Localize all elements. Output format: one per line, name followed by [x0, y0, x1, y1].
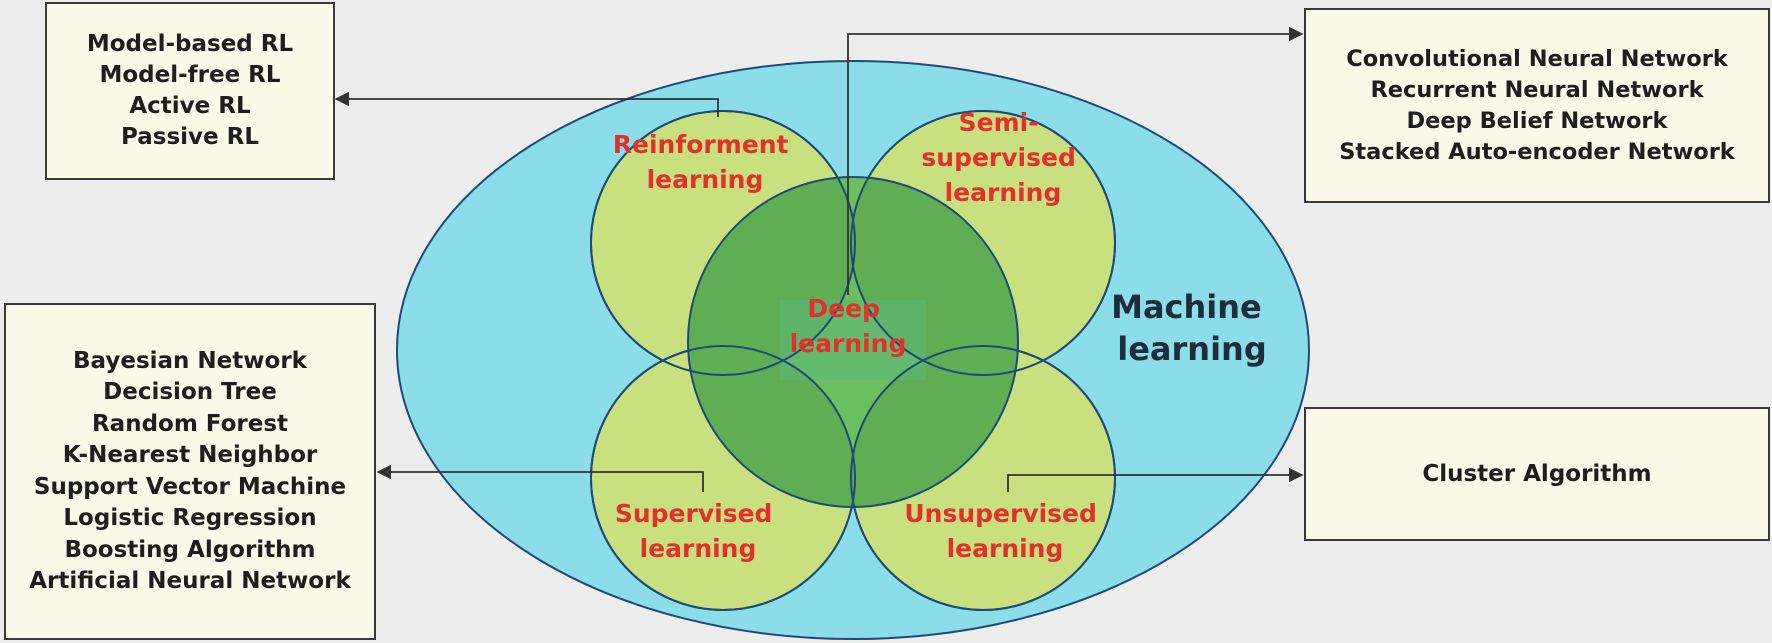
method-item: Model-free RL	[99, 62, 281, 88]
method-item: Convolutional Neural Network	[1346, 45, 1728, 72]
machine-learning-label-line2: learning	[1117, 330, 1266, 368]
method-item: Model-based RL	[86, 31, 294, 57]
semi-supervised-label-line3: learning	[945, 178, 1062, 207]
unsupervised-connector-arrow	[1007, 467, 1304, 492]
method-item: Logistic Regression	[63, 505, 317, 531]
method-item: Random Forest	[91, 410, 289, 437]
deep-learning-connector-arrow	[847, 26, 1304, 295]
method-item: Deep Belief Network	[1406, 107, 1668, 134]
method-item: Recurrent Neural Network	[1370, 76, 1704, 103]
reinforcement-methods-box: Model-based RL Model-free RL Active RL P…	[45, 2, 335, 180]
supervised-label-line1: Supervised	[615, 499, 773, 528]
method-item: Boosting Algorithm	[64, 536, 316, 563]
deep-learning-label-line2: learning	[790, 329, 907, 358]
method-item: Bayesian Network	[73, 347, 307, 374]
method-item: Passive RL	[121, 124, 259, 150]
method-item: Support Vector Machine	[33, 473, 347, 500]
supervised-label: Supervised learning	[615, 499, 781, 563]
semi-supervised-label-line1: Semi-	[959, 108, 1039, 137]
unsupervised-label: Unsupervised learning	[904, 499, 1105, 563]
method-item: K-Nearest Neighbor	[62, 442, 318, 468]
semi-supervised-label: Semi- supervised learning	[921, 108, 1084, 207]
deep-learning-methods-box: Convolutional Neural Network Recurrent N…	[1304, 8, 1770, 203]
reinforcement-connector-arrow	[334, 91, 719, 117]
deep-learning-label: Deep learning	[790, 294, 907, 358]
reinforcement-label-line2: learning	[647, 165, 764, 194]
method-item: Cluster Algorithm	[1422, 460, 1652, 487]
reinforcement-label-line1: Reinforment	[613, 130, 789, 159]
machine-learning-label: Machine learning	[1111, 288, 1273, 368]
method-item: Stacked Auto-encoder Network	[1339, 138, 1735, 165]
supervised-label-line2: learning	[640, 534, 757, 563]
machine-learning-label-line1: Machine	[1111, 288, 1262, 326]
method-item: Decision Tree	[103, 379, 277, 405]
semi-supervised-label-line2: supervised	[921, 143, 1075, 172]
supervised-methods-box: Bayesian Network Decision Tree Random Fo…	[4, 303, 376, 640]
unsupervised-label-line1: Unsupervised	[904, 499, 1097, 528]
deep-learning-label-line1: Deep	[807, 294, 880, 323]
supervised-connector-arrow	[376, 464, 704, 492]
reinforcement-label: Reinforment learning	[613, 130, 797, 194]
unsupervised-label-line2: learning	[947, 534, 1064, 563]
method-item: Active RL	[129, 93, 251, 119]
method-item: Artificial Neural Network	[29, 568, 351, 594]
unsupervised-methods-box: Cluster Algorithm	[1304, 407, 1770, 541]
